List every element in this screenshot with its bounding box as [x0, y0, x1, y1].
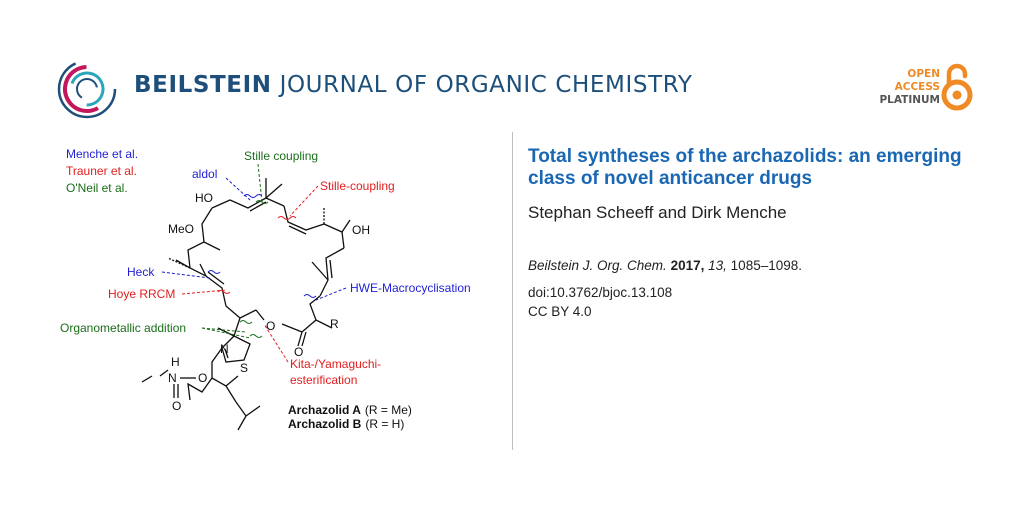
label-hwe-macrocyclisation: HWE-Macrocyclisation: [350, 281, 471, 295]
journal-title-rest: JOURNAL OF ORGANIC CHEMISTRY: [279, 72, 693, 98]
atom-o-carbamate: O: [198, 371, 207, 385]
atom-o-carbonyl: O: [294, 345, 303, 359]
archazolid-scheme: HO MeO OH O O R N S N H O O Menche et al…: [60, 147, 471, 431]
label-heck: Heck: [127, 265, 155, 279]
atom-s-thiazole: S: [240, 361, 248, 375]
molecule-bonds: [141, 178, 351, 431]
oa-line-access: ACCESS: [894, 81, 940, 93]
vertical-divider: [512, 132, 513, 450]
atom-n-carbamate: N: [168, 371, 177, 385]
atom-ho: HO: [195, 191, 213, 205]
legend-trauner: Trauner et al.: [66, 164, 137, 178]
disconnection-leaders: [161, 163, 347, 363]
disconnection-labels: aldol Stille coupling Stille-coupling He…: [60, 149, 471, 387]
atom-o-carbamate-carbonyl: O: [172, 399, 181, 413]
citation-pages: 1085–1098.: [730, 258, 802, 273]
legend-menche: Menche et al.: [66, 147, 138, 161]
atom-meo: MeO: [168, 222, 194, 236]
citation-year: 2017,: [670, 258, 705, 273]
disconnection-wavy-marks: [207, 194, 317, 338]
citation-journal: Beilstein J. Org. Chem.: [528, 258, 667, 273]
atom-oh: OH: [352, 223, 370, 237]
legend-oneil: O'Neil et al.: [66, 181, 128, 195]
oa-line-platinum: PLATINUM: [879, 94, 940, 106]
atom-n-thiazole: N: [220, 342, 229, 356]
journal-header: BEILSTEIN JOURNAL OF ORGANIC CHEMISTRY O…: [0, 0, 1024, 130]
author-legend: Menche et al. Trauner et al. O'Neil et a…: [66, 147, 138, 195]
journal-title-bold: BEILSTEIN: [134, 72, 272, 98]
open-access-badge-text: OPEN ACCESS PLATINUM: [879, 68, 940, 107]
label-esterification: esterification: [290, 373, 357, 387]
journal-title[interactable]: BEILSTEIN JOURNAL OF ORGANIC CHEMISTRY: [134, 72, 693, 98]
open-access-lock-icon: [941, 63, 973, 111]
article-authors: Stephan Scheeff and Dirk Menche: [528, 203, 787, 222]
oa-line-open: OPEN: [907, 68, 940, 80]
atom-r: R: [330, 317, 339, 331]
atom-o-ring: O: [266, 319, 275, 333]
label-organometallic-addition: Organometallic addition: [60, 321, 186, 335]
article-license[interactable]: CC BY 4.0: [528, 304, 592, 319]
article-title[interactable]: Total syntheses of the archazolids: an e…: [528, 146, 962, 189]
compound-a-name: Archazolid A: [288, 403, 361, 417]
compound-b: Archazolid B(R = H): [288, 417, 404, 431]
label-stille-coupling: Stille coupling: [244, 149, 318, 163]
label-stille-coupling-2: Stille-coupling: [320, 179, 395, 193]
atom-labels: HO MeO OH O O R N S N H O O: [168, 191, 370, 413]
article-doi[interactable]: doi:10.3762/bjoc.13.108: [528, 285, 673, 300]
compound-a: Archazolid A (R = Me): [288, 403, 412, 417]
compound-names: Archazolid A (R = Me) Archazolid B(R = H): [288, 403, 412, 431]
label-hoye-rrcm: Hoye RRCM: [108, 287, 175, 301]
beilstein-logo: [57, 59, 117, 119]
article-citation: Beilstein J. Org. Chem. 2017, 13, 1085–1…: [528, 258, 802, 273]
label-aldol: aldol: [192, 167, 217, 181]
compound-b-name: Archazolid B: [288, 417, 362, 431]
compound-a-r: (R = Me): [365, 403, 412, 417]
label-kita-yamaguchi: Kita-/Yamaguchi-: [290, 357, 381, 371]
atom-h-carbamate: H: [171, 355, 180, 369]
citation-volume: 13,: [708, 258, 727, 273]
compound-b-r: (R = H): [365, 417, 404, 431]
